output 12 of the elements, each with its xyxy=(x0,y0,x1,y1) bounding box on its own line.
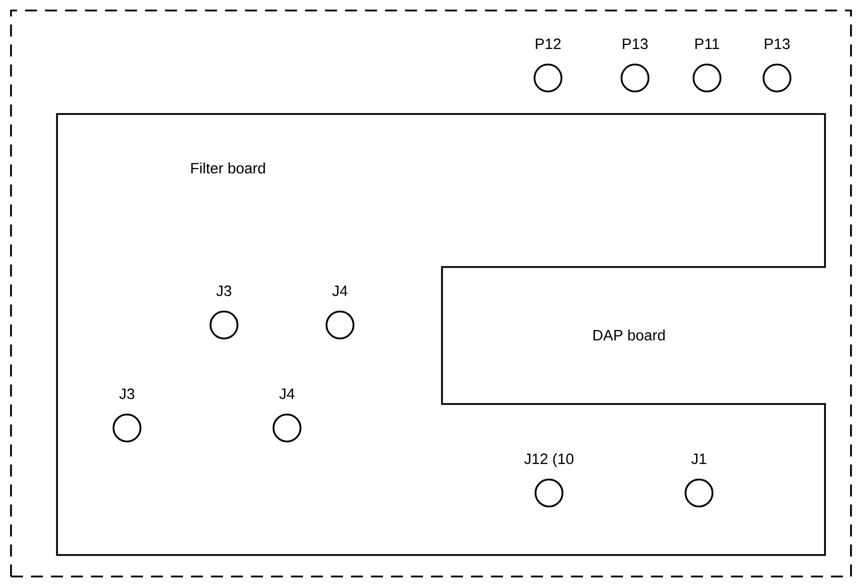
node-label: J3 xyxy=(119,388,134,400)
node-label: J4 xyxy=(332,286,348,296)
frame xyxy=(10,10,852,578)
node-label: J3 xyxy=(216,286,232,296)
node-label: P13 xyxy=(622,38,648,50)
node-label: P12 xyxy=(536,38,561,49)
node-label: J4 xyxy=(279,388,294,400)
node-label: J1 xyxy=(691,454,706,464)
node-label: P11 xyxy=(695,38,720,49)
node-label: J12 (10 xyxy=(524,453,574,468)
node-label: P13 xyxy=(764,38,790,50)
board-label: DAP board xyxy=(594,329,665,340)
